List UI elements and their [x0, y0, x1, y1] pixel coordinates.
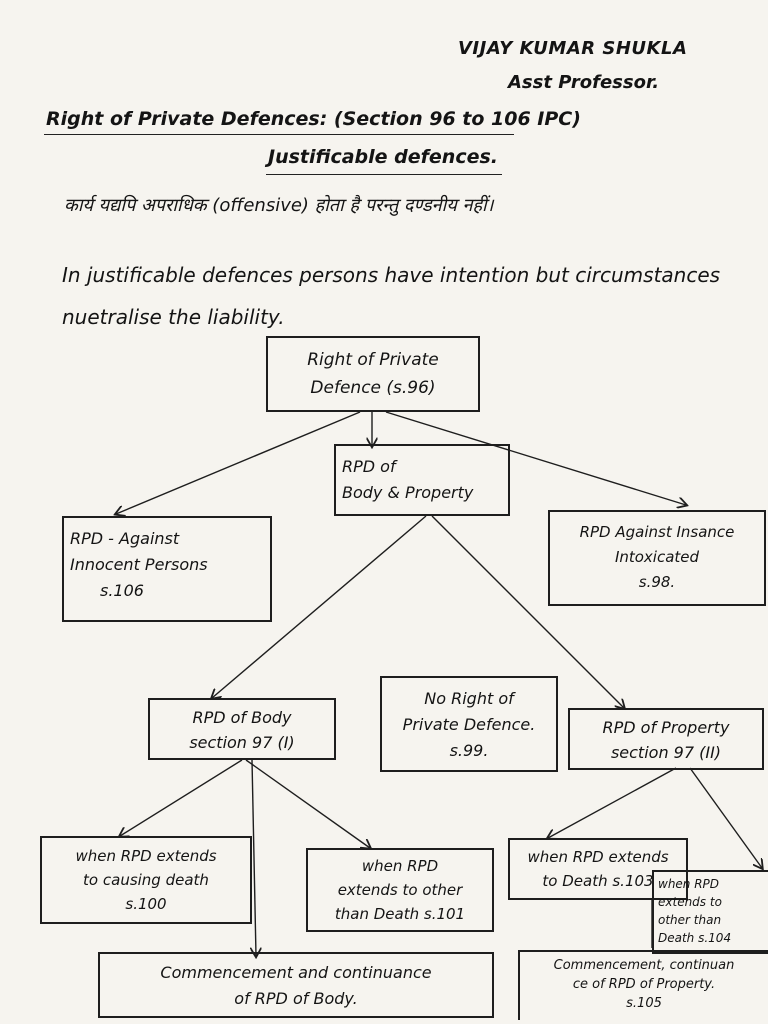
connector-bp-body [212, 515, 427, 698]
connector-root-insane [385, 411, 686, 505]
node-property-line2: section 97 (II) [610, 743, 722, 762]
subtitle-underline [266, 174, 502, 175]
title-underline [44, 134, 514, 135]
node-root-line2: Defence (s.96) [310, 378, 436, 398]
connector-body-commencement [252, 759, 256, 956]
node-bdeath-line2: to causing death [83, 871, 209, 889]
connector-body-other [245, 759, 370, 848]
justification-paragraph: In justificable defences persons have in… [62, 263, 721, 329]
node-pother-line2: extends to [658, 895, 722, 909]
connector-property-death [548, 767, 677, 838]
node-property-other-than-death: when RPD extends to other than Death s.1… [652, 870, 768, 954]
node-cbody-line2: of RPD of Body. [234, 989, 358, 1008]
node-bdeath-line3: s.100 [125, 895, 167, 913]
node-root-line1: Right of Private [307, 350, 439, 370]
node-commencement-body: Commencement and continuance of RPD of B… [98, 952, 494, 1018]
author-name: VIJAY KUMAR SHUKLA [458, 38, 688, 59]
node-body-line2: section 97 (I) [189, 733, 295, 752]
node-pother-line3: other than [658, 913, 722, 927]
node-noright-line1: No Right of [424, 689, 514, 708]
node-innocent-line3: s.106 [100, 581, 144, 600]
node-rpd-of-property: RPD of Property section 97 (II) [568, 708, 764, 770]
node-commencement-property: Commencement, continuan ce of RPD of Pro… [518, 950, 768, 1020]
node-pother-line4: Death s.104 [658, 931, 732, 945]
node-insane-line3: s.98. [638, 573, 676, 591]
hindi-note: कार्य यद्यपि अपराधिक (offensive) होता है… [64, 195, 494, 216]
node-body-line1: RPD of Body [192, 708, 292, 727]
node-right-of-private-defence: Right of Private Defence (s.96) [266, 336, 480, 412]
node-rpd-of-body: RPD of Body section 97 (I) [148, 698, 336, 760]
node-pother-line1: when RPD [658, 877, 720, 891]
node-pdeath-line2: to Death s.103 [542, 872, 654, 890]
node-insane-line1: RPD Against Insance [579, 523, 735, 541]
node-cprop-line3: s.105 [626, 996, 662, 1011]
node-bother-line2: extends to other [337, 881, 463, 899]
author-designation: Asst Professor. [508, 72, 660, 93]
node-pdeath-line1: when RPD extends [527, 848, 669, 866]
node-cbody-line1: Commencement and continuance [160, 963, 432, 982]
node-no-right-private-defence: No Right of Private Defence. s.99. [380, 676, 558, 772]
node-bp-line2: Body & Property [342, 483, 474, 502]
node-property-line1: RPD of Property [602, 718, 730, 737]
node-cprop-line1: Commencement, continuan [553, 958, 735, 973]
node-innocent-line2: Innocent Persons [70, 555, 208, 574]
connector-root-innocent [116, 411, 361, 514]
node-bp-line1: RPD of [342, 457, 396, 476]
node-bother-line1: when RPD [361, 857, 439, 875]
connector-body-death [120, 759, 243, 836]
node-rpd-body-property: RPD of Body & Property [334, 444, 510, 516]
node-innocent-line1: RPD - Against [70, 529, 180, 548]
node-noright-line2: Private Defence. [402, 715, 536, 734]
node-body-other-than-death: when RPD extends to other than Death s.1… [306, 848, 494, 932]
node-property-death: when RPD extends to Death s.103 [508, 838, 688, 900]
node-body-causing-death: when RPD extends to causing death s.100 [40, 836, 252, 924]
page-title: Right of Private Defences: (Section 96 t… [46, 108, 581, 130]
node-bdeath-line1: when RPD extends [75, 847, 217, 865]
node-bother-line3: than Death s.101 [334, 905, 466, 923]
connector-bp-property [431, 515, 624, 708]
page-subtitle: Justificable defences. [268, 146, 498, 168]
connector-property-other [689, 767, 762, 868]
node-insane-line2: Intoxicated [614, 548, 700, 566]
node-rpd-innocent-persons: RPD - Against Innocent Persons s.106 [62, 516, 272, 622]
node-rpd-insane-intoxicated: RPD Against Insance Intoxicated s.98. [548, 510, 766, 606]
node-cprop-line2: ce of RPD of Property. [572, 977, 716, 992]
node-noright-line3: s.99. [449, 741, 489, 760]
